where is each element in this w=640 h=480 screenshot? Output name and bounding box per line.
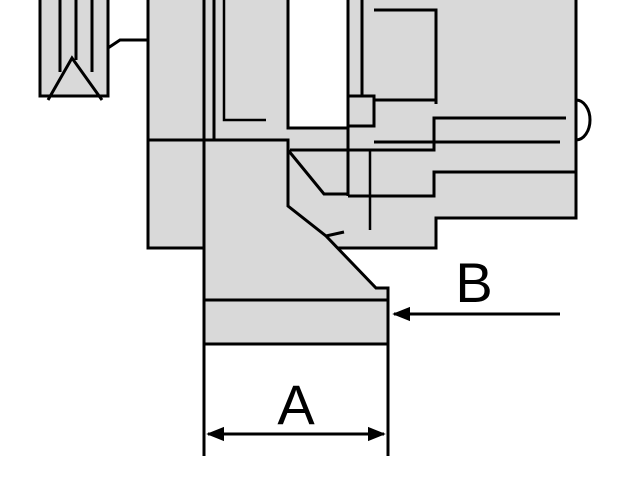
pulley-shaft [107, 38, 148, 50]
taper-notch [325, 230, 345, 238]
shaft-line-lower [348, 170, 576, 198]
dimension-label-a: A [277, 373, 315, 436]
tapered-block [202, 138, 390, 346]
inner-bracket-line [222, 0, 266, 122]
slot-opening [286, 0, 350, 130]
inner-step [348, 94, 376, 128]
dimension-a: A [202, 344, 390, 456]
lower-block [202, 138, 390, 346]
pulley-assembly [38, 0, 148, 101]
pointer-b: B [392, 251, 560, 322]
shaft-end-cap [575, 98, 592, 142]
pointer-label-b: B [455, 251, 492, 314]
pulley-body [38, 0, 110, 98]
top-step [374, 8, 438, 104]
pulley-v-groove [46, 55, 104, 101]
taper-inner-line [286, 149, 348, 196]
shaft-line-upper [290, 116, 566, 152]
